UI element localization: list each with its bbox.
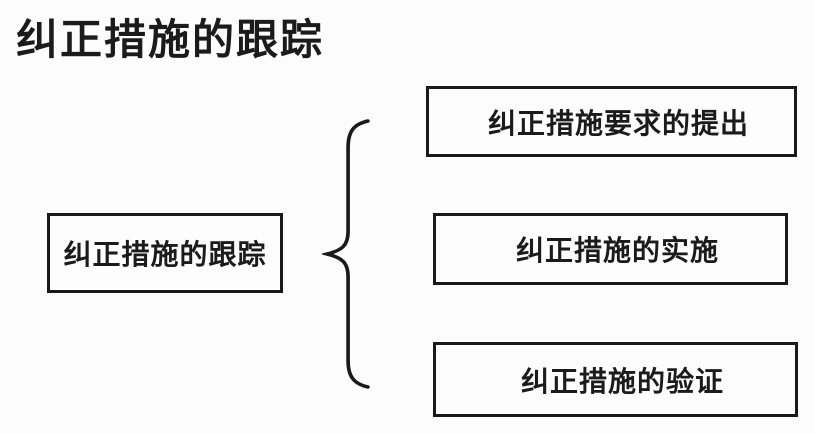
curly-brace-shape xyxy=(322,119,370,389)
page-title: 纠正措施的跟踪 xyxy=(16,18,325,64)
branch-box-label: 纠正措施的实施 xyxy=(515,236,719,267)
branch-box-label: 纠正措施要求的提出 xyxy=(487,108,749,140)
branch-box-verification: 纠正措施的验证 xyxy=(433,342,798,417)
branch-box-label: 纠正措施的验证 xyxy=(520,366,724,398)
branch-box-requirement: 纠正措施要求的提出 xyxy=(426,86,797,157)
root-box: 纠正措施的跟踪 xyxy=(47,213,283,293)
curly-brace xyxy=(322,118,370,390)
branch-box-implementation: 纠正措施的实施 xyxy=(433,213,788,285)
root-box-label: 纠正措施的跟踪 xyxy=(63,240,267,271)
